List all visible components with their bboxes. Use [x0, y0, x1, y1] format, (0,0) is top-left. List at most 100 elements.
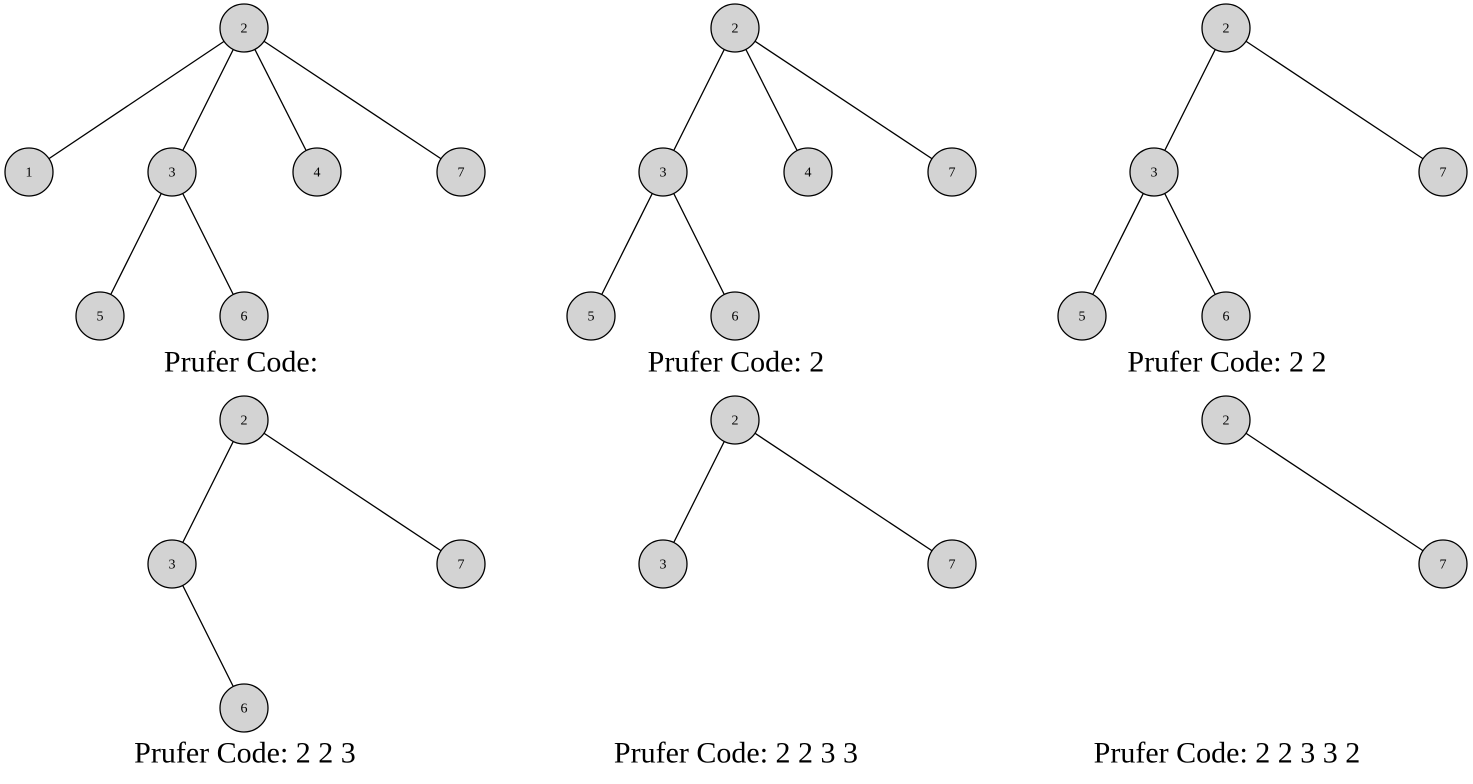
- node-circle: [147, 147, 197, 197]
- edge-3-6: [171, 171, 245, 317]
- node-circle: [710, 291, 760, 341]
- edge-2-7: [1225, 419, 1444, 565]
- node-label: 2: [1223, 22, 1230, 37]
- edge-2-7: [243, 419, 462, 565]
- tree-node-3: 3: [638, 539, 688, 589]
- tree-node-3: 3: [147, 539, 197, 589]
- tree-node-7: 7: [436, 539, 486, 589]
- node-label: 7: [1440, 166, 1447, 181]
- edge-3-6: [662, 171, 736, 317]
- node-label: 7: [1440, 558, 1447, 573]
- edge-3-6: [1153, 171, 1227, 317]
- node-circle: [219, 291, 269, 341]
- node-circle: [1201, 291, 1251, 341]
- node-circle: [783, 147, 833, 197]
- node-label: 3: [169, 166, 176, 181]
- prufer-code-caption: Prufer Code: 2 2 3: [134, 737, 356, 770]
- tree-node-2: 2: [1201, 3, 1251, 53]
- tree-node-4: 4: [292, 147, 342, 197]
- edge-2-7: [734, 419, 953, 565]
- tree-node-1: 1: [4, 147, 54, 197]
- node-label: 7: [949, 166, 956, 181]
- tree-node-7: 7: [1418, 147, 1468, 197]
- node-label: 2: [241, 414, 248, 429]
- edge-3-6: [171, 563, 245, 709]
- node-circle: [1129, 147, 1179, 197]
- node-label: 2: [732, 414, 739, 429]
- tree-node-6: 6: [219, 291, 269, 341]
- prufer-code-caption: Prufer Code: 2: [648, 346, 825, 379]
- edge-3-5: [1081, 171, 1155, 317]
- edge-2-7: [734, 27, 953, 173]
- tree-node-5: 5: [75, 291, 125, 341]
- node-circle: [4, 147, 54, 197]
- node-label: 7: [949, 558, 956, 573]
- edge-2-3: [1153, 27, 1227, 173]
- edge-3-5: [99, 171, 173, 317]
- node-circle: [1418, 147, 1468, 197]
- tree-node-6: 6: [1201, 291, 1251, 341]
- node-label: 3: [169, 558, 176, 573]
- edge-2-3: [171, 27, 245, 173]
- node-label: 3: [660, 166, 667, 181]
- tree-node-2: 2: [710, 3, 760, 53]
- node-circle: [219, 683, 269, 733]
- node-circle: [1201, 395, 1251, 445]
- edge-2-4: [243, 27, 318, 173]
- edge-2-4: [734, 27, 809, 173]
- node-label: 6: [1223, 310, 1230, 325]
- node-circle: [927, 147, 977, 197]
- node-circle: [1201, 3, 1251, 53]
- node-circle: [436, 147, 486, 197]
- node-circle: [638, 147, 688, 197]
- tree-node-6: 6: [219, 683, 269, 733]
- node-label: 4: [314, 166, 321, 181]
- tree-node-5: 5: [1057, 291, 1107, 341]
- tree-node-6: 6: [710, 291, 760, 341]
- prufer-code-caption: Prufer Code:: [164, 346, 318, 379]
- node-circle: [292, 147, 342, 197]
- edge-3-5: [590, 171, 664, 317]
- tree-node-2: 2: [219, 3, 269, 53]
- node-label: 3: [660, 558, 667, 573]
- node-label: 6: [241, 310, 248, 325]
- node-circle: [1057, 291, 1107, 341]
- tree-node-7: 7: [1418, 539, 1468, 589]
- node-circle: [75, 291, 125, 341]
- edge-2-3: [662, 27, 736, 173]
- node-circle: [436, 539, 486, 589]
- node-label: 5: [1079, 310, 1086, 325]
- tree-node-3: 3: [638, 147, 688, 197]
- tree-node-3: 3: [147, 147, 197, 197]
- prufer-code-caption: Prufer Code: 2 2 3 3 2: [1094, 737, 1361, 770]
- node-circle: [219, 395, 269, 445]
- node-label: 7: [458, 558, 465, 573]
- tree-node-5: 5: [566, 291, 616, 341]
- tree-node-2: 2: [219, 395, 269, 445]
- node-circle: [710, 3, 760, 53]
- edge-2-7: [1225, 27, 1444, 173]
- node-label: 7: [458, 166, 465, 181]
- node-circle: [638, 539, 688, 589]
- node-label: 5: [97, 310, 104, 325]
- tree-node-2: 2: [710, 395, 760, 445]
- edge-2-3: [171, 419, 245, 565]
- tree-node-2: 2: [1201, 395, 1251, 445]
- node-label: 2: [732, 22, 739, 37]
- node-label: 3: [1151, 166, 1158, 181]
- node-circle: [219, 3, 269, 53]
- edge-2-1: [28, 27, 245, 173]
- node-circle: [147, 539, 197, 589]
- tree-node-4: 4: [783, 147, 833, 197]
- edge-2-3: [662, 419, 736, 565]
- node-circle: [710, 395, 760, 445]
- tree-node-3: 3: [1129, 147, 1179, 197]
- tree-node-7: 7: [927, 539, 977, 589]
- tree-node-7: 7: [927, 147, 977, 197]
